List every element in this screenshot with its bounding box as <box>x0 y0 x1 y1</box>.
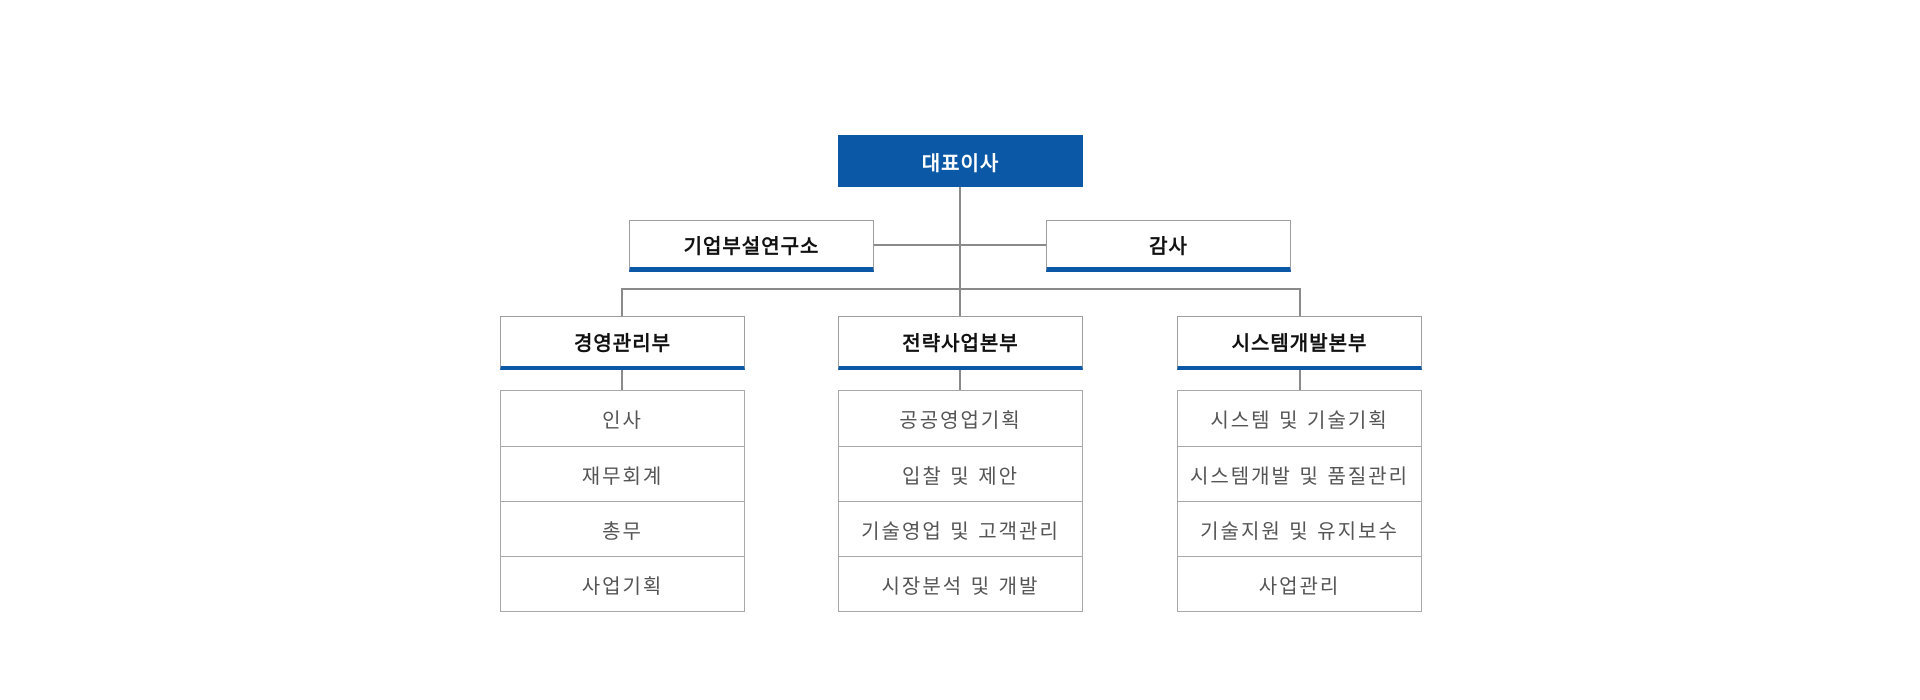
dept-label: 경영관리부 <box>574 333 671 355</box>
connector-stub-dept-2 <box>959 370 961 390</box>
team-cell: 총무 <box>501 501 744 556</box>
team-cell: 시장분석 및 개발 <box>839 556 1082 611</box>
staff-label: 감사 <box>1149 235 1188 258</box>
connector-drop-dept-3 <box>1299 288 1301 316</box>
team-cell: 공공영업기획 <box>899 410 1022 432</box>
staff-label: 기업부설연구소 <box>683 235 820 258</box>
dept-header-system-development: 시스템개발본부 <box>1177 316 1422 370</box>
team-cell: 입찰 및 제안 <box>839 446 1082 501</box>
dept-header-strategic-business: 전략사업본부 <box>838 316 1083 370</box>
dept-label: 시스템개발본부 <box>1231 333 1368 355</box>
team-cell: 사업관리 <box>1178 556 1421 611</box>
connector-drop-dept-1 <box>621 288 623 316</box>
team-cell: 재무회계 <box>501 446 744 501</box>
staff-box-research-institute: 기업부설연구소 <box>629 220 874 272</box>
team-cell: 시스템개발 및 품질관리 <box>1178 446 1421 501</box>
team-list-system-development: 시스템 및 기술기획 시스템개발 및 품질관리 기술지원 및 유지보수 사업관리 <box>1177 390 1422 612</box>
connector-stub-dept-3 <box>1299 370 1301 390</box>
dept-header-management: 경영관리부 <box>500 316 745 370</box>
connector-departments-horizontal <box>621 288 1301 290</box>
connector-stub-dept-1 <box>621 370 623 390</box>
team-cell: 시스템 및 기술기획 <box>1210 410 1389 432</box>
team-cell: 사업기획 <box>501 556 744 611</box>
team-list-management: 인사 재무회계 총무 사업기획 <box>500 390 745 612</box>
ceo-label: 대표이사 <box>921 152 1000 175</box>
team-list-strategic-business: 공공영업기획 입찰 및 제안 기술영업 및 고객관리 시장분석 및 개발 <box>838 390 1083 612</box>
ceo-box: 대표이사 <box>838 135 1083 187</box>
team-cell: 기술영업 및 고객관리 <box>839 501 1082 556</box>
connector-ceo-vertical <box>959 187 961 316</box>
team-cell: 인사 <box>602 410 643 432</box>
connector-staff-horizontal <box>874 244 1046 246</box>
staff-box-auditor: 감사 <box>1046 220 1291 272</box>
dept-label: 전략사업본부 <box>902 333 1019 355</box>
team-cell: 기술지원 및 유지보수 <box>1178 501 1421 556</box>
